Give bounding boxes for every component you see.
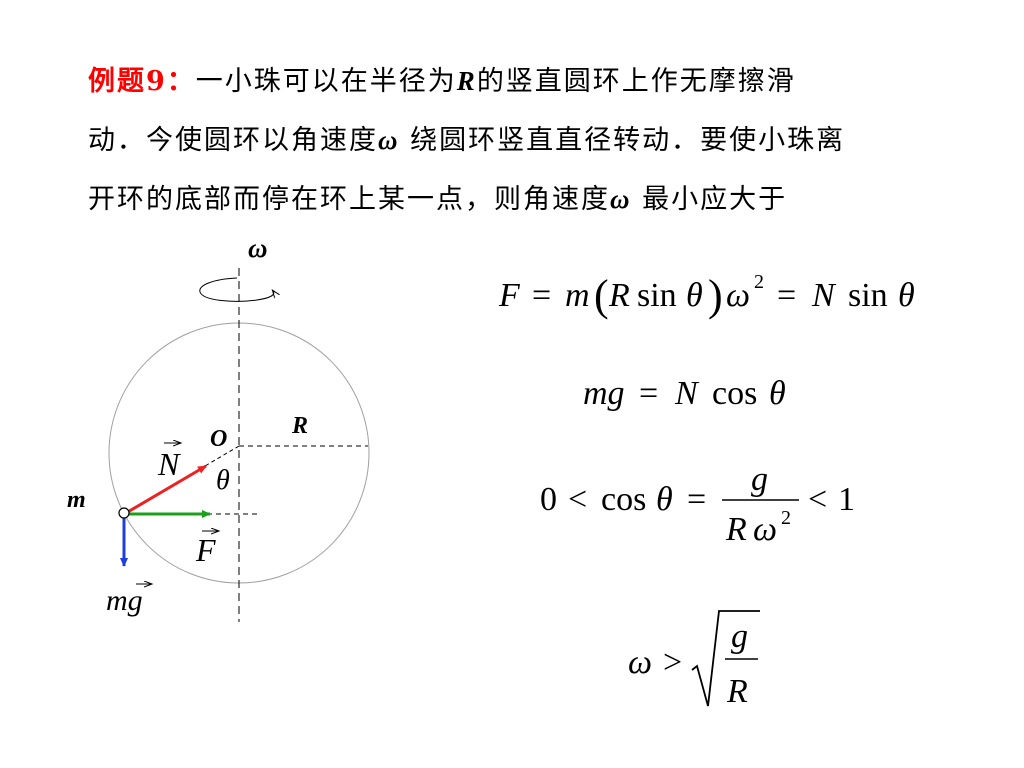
- force-label: F: [195, 532, 216, 568]
- problem-text: 最小应大于: [631, 184, 788, 215]
- normal-vector-label: N: [157, 443, 181, 482]
- eq1-paren-open: (: [594, 271, 609, 320]
- normal-label: N: [157, 446, 181, 482]
- eq3-equals: =: [687, 481, 706, 518]
- weight-label: mg: [106, 584, 143, 617]
- eq3-less-than: <: [808, 481, 827, 518]
- rotation-arrow-icon: [199, 277, 274, 302]
- eq3-g: g: [751, 461, 768, 498]
- omega-label: ω: [248, 233, 268, 263]
- eq1-theta: θ: [686, 277, 703, 314]
- eq4-R: R: [726, 673, 748, 710]
- angle-label: θ: [216, 465, 230, 496]
- eq1-equals: =: [532, 277, 551, 314]
- eq3-cos: cos: [601, 481, 646, 518]
- equation-4: ω > g R: [628, 610, 760, 710]
- equation-3: 0 < cos θ = g R ω 2 < 1: [540, 461, 855, 548]
- eq4-greater-than: >: [663, 644, 682, 681]
- eq1-N: N: [811, 277, 837, 314]
- eq3-one: 1: [838, 481, 855, 518]
- weight-vector-label: mg: [106, 584, 151, 617]
- eq1-equals: =: [777, 277, 796, 314]
- eq4-g: g: [731, 618, 748, 655]
- eq2-mg: mg: [583, 375, 625, 412]
- normal-force-arrow: [125, 464, 207, 515]
- problem-line-2: 动．今使圆环以角速度ω 绕圆环竖直直径转动．要使小珠离: [88, 111, 988, 170]
- eq1-paren-close: ): [708, 271, 723, 320]
- mass-label: m: [67, 487, 86, 513]
- problem-text: 绕圆环竖直直径转动．要使小珠离: [399, 125, 846, 156]
- symbol-R: R: [456, 66, 477, 96]
- problem-statement: 例题9：一小珠可以在半径为R的竖直圆环上作无摩擦滑 动．今使圆环以角速度ω 绕圆…: [88, 52, 988, 229]
- symbol-omega: ω: [610, 184, 632, 214]
- eq1-omega: ω: [726, 277, 750, 314]
- problem-line-1: 例题9：一小珠可以在半径为R的竖直圆环上作无摩擦滑: [88, 52, 988, 111]
- radius-label: R: [291, 413, 308, 439]
- eq1-theta: θ: [898, 277, 915, 314]
- problem-text: 开环的底部而停在环上某一点，则角速度: [88, 184, 610, 215]
- eq1-m: m: [565, 277, 590, 314]
- eq3-theta: θ: [656, 481, 673, 518]
- center-label: O: [210, 426, 227, 452]
- eq1-square: 2: [754, 271, 764, 293]
- eq1-sin: sin: [637, 277, 677, 314]
- eq4-omega: ω: [628, 644, 652, 681]
- eq3-R: R: [725, 511, 747, 548]
- problem-text: 的竖直圆环上作无摩擦滑: [476, 66, 796, 97]
- eq1-F: F: [498, 277, 521, 314]
- eq3-zero: 0: [540, 481, 557, 518]
- bead: [118, 507, 130, 519]
- eq3-less-than: <: [568, 481, 587, 518]
- problem-text: 动．今使圆环以角速度: [88, 125, 378, 156]
- problem-text: 一小珠可以在半径为: [195, 66, 457, 97]
- eq3-omega: ω: [753, 511, 777, 548]
- equation-1: F = m ( R sin θ ) ω 2 = N sin θ: [498, 271, 915, 320]
- eq2-N: N: [674, 375, 700, 412]
- force-vector-label: F: [195, 531, 218, 568]
- eq3-square: 2: [781, 507, 791, 529]
- problem-line-3: 开环的底部而停在环上某一点，则角速度ω 最小应大于: [88, 170, 988, 229]
- square-root-icon: [691, 610, 760, 707]
- eq2-equals: =: [639, 375, 658, 412]
- symbol-omega: ω: [378, 125, 400, 155]
- eq1-R: R: [608, 277, 630, 314]
- eq2-theta: θ: [769, 375, 786, 412]
- problem-label: 例题9：: [88, 66, 196, 97]
- eq1-sin: sin: [848, 277, 888, 314]
- eq2-cos: cos: [712, 375, 757, 412]
- equation-2: mg = N cos θ: [583, 375, 786, 412]
